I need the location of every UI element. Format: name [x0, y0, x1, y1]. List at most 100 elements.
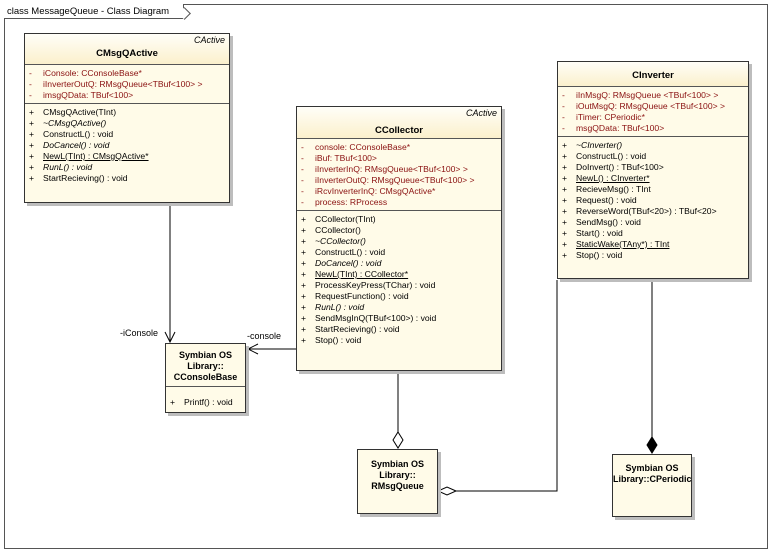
class-stereotype: CActive — [193, 35, 225, 45]
visibility-marker: + — [29, 118, 35, 128]
attributes-section: -console: CConsoleBase*-iBuf: TBuf<100>-… — [297, 139, 501, 211]
visibility-marker: + — [301, 302, 307, 312]
operation-row: + DoCancel() : void — [25, 140, 229, 151]
attribute-row: - iInMsgQ: RMsgQueue <TBuf<100> > — [558, 90, 748, 101]
visibility-marker: + — [29, 151, 35, 161]
attribute-row: -iOutMsgQ: RMsgQueue <TBuf<100> > — [558, 101, 748, 112]
attribute-text: iInMsgQ: RMsgQueue <TBuf<100> > — [576, 90, 719, 100]
operation-row: +~CInverter() — [558, 140, 748, 151]
class-box-rmsgqueue[interactable]: Symbian OS Library:: RMsgQueue — [357, 449, 438, 514]
operation-text: ConstructL() : void — [576, 151, 647, 161]
attribute-text: iInverterOutQ: RMsgQueue<TBuf<100> > — [315, 175, 475, 185]
operation-text: SendMsg() : void — [576, 217, 641, 227]
operation-text: NewL(TInt) : CMsgQActive* — [43, 151, 149, 161]
operation-row: + RunL() : void — [297, 302, 501, 313]
operation-text: StaticWake(TAny*) : TInt — [576, 239, 670, 249]
operation-text: CMsgQActive(TInt) — [43, 107, 117, 117]
class-name: CConsoleBase — [173, 372, 238, 382]
attribute-row: -iInverterOutQ: RMsgQueue<TBuf<100> > — [25, 79, 229, 90]
aggregation-line-inverter — [456, 280, 558, 492]
attribute-row: -iInverterInQ: RMsgQueue<TBuf<100> > — [297, 164, 501, 175]
role-label-iconsole: -iConsole — [120, 328, 159, 338]
operation-text: ~CCollector() — [315, 236, 366, 246]
attribute-row: -iInverterOutQ: RMsgQueue<TBuf<100> > — [297, 175, 501, 186]
operation-row: +CCollector() — [297, 225, 501, 236]
operation-text: DoInvert() : TBuf<100> — [576, 162, 664, 172]
operation-row: +StaticWake(TAny*) : TInt — [558, 239, 748, 250]
visibility-marker: + — [562, 173, 568, 183]
class-header: CActive CCollector — [297, 107, 501, 139]
operation-row: + DoInvert() : TBuf<100> — [558, 162, 748, 173]
attribute-row: -imsgQData: TBuf<100> — [25, 90, 229, 101]
diagram-title: class MessageQueue - Class Diagram — [4, 4, 185, 19]
attribute-row: -process: RProcess — [297, 197, 501, 208]
attribute-row: -iTimer: CPeriodic* — [558, 112, 748, 123]
operation-row: +SendMsgInQ(TBuf<100>) : void — [297, 313, 501, 324]
operation-text: Request() : void — [576, 195, 637, 205]
operation-text: StartRecieving() : void — [315, 324, 400, 334]
attribute-row: -msgQData: TBuf<100> — [558, 123, 748, 134]
class-box-cperiodic[interactable]: Symbian OS Library::CPeriodic — [612, 454, 692, 517]
arrowhead-console — [246, 343, 259, 355]
operation-row: +Start() : void — [558, 228, 748, 239]
visibility-marker: - — [301, 142, 304, 152]
composition-diamond-inverter — [646, 436, 658, 454]
class-name: CCollector — [374, 125, 424, 136]
operation-text: DoCancel() : void — [315, 258, 382, 268]
library-namespace: Library:: — [379, 470, 416, 480]
operation-row: +StartRecieving() : void — [297, 324, 501, 335]
operation-row: + SendMsg() : void — [558, 217, 748, 228]
operation-row: + RequestFunction() : void — [297, 291, 501, 302]
class-box-ccollector[interactable]: CActive CCollector -console: CConsoleBas… — [296, 106, 502, 371]
visibility-marker: + — [562, 195, 568, 205]
class-box-cconsolebase[interactable]: Symbian OS Library:: CConsoleBase + Prin… — [165, 343, 246, 413]
operation-row: + CMsgQActive(TInt) — [25, 107, 229, 118]
diagram-frame — [4, 4, 768, 549]
role-label-console: -console — [247, 331, 282, 341]
operation-row: + DoCancel() : void — [297, 258, 501, 269]
visibility-marker: + — [562, 184, 568, 194]
visibility-marker: + — [301, 335, 307, 345]
visibility-marker: + — [29, 107, 35, 117]
visibility-marker: + — [29, 140, 35, 150]
operation-text: ConstructL() : void — [315, 247, 386, 257]
visibility-marker: + — [562, 217, 568, 227]
operation-row: + NewL(TInt) : CMsgQActive* — [25, 151, 229, 162]
attribute-row: -iConsole: CConsoleBase* — [25, 68, 229, 79]
visibility-marker: - — [29, 68, 32, 78]
operation-text: Start() : void — [576, 228, 623, 238]
arrowhead-iconsole — [164, 331, 176, 344]
visibility-marker: - — [562, 123, 565, 133]
aggregation-diamond-inverter — [436, 486, 458, 496]
operation-row: +StartRecieving() : void — [25, 173, 229, 184]
visibility-marker: + — [562, 151, 568, 161]
visibility-marker: + — [301, 258, 307, 268]
visibility-marker: - — [562, 90, 565, 100]
operation-row: +RunL() : void — [25, 162, 229, 173]
operation-text: ConstructL() : void — [43, 129, 114, 139]
operation-row: +Stop() : void — [558, 250, 748, 261]
visibility-marker: + — [301, 313, 307, 323]
attribute-row: -console: CConsoleBase* — [297, 142, 501, 153]
visibility-marker: + — [562, 162, 568, 172]
visibility-marker: + — [301, 291, 307, 301]
class-box-cmsgqactive[interactable]: CActive CMsgQActive -iConsole: CConsoleB… — [24, 33, 230, 203]
class-name: CMsgQActive — [96, 48, 158, 59]
operation-row: +ProcessKeyPress(TChar) : void — [297, 280, 501, 291]
attribute-text: iOutMsgQ: RMsgQueue <TBuf<100> > — [576, 101, 726, 111]
visibility-marker: + — [29, 129, 35, 139]
operation-text: DoCancel() : void — [43, 140, 110, 150]
operation-text: Stop() : void — [315, 335, 362, 345]
operation-text: RequestFunction() : void — [315, 291, 409, 301]
operation-text: ReverseWord(TBuf<20>) : TBuf<20> — [576, 206, 717, 216]
operations-section: +CCollector(TInt)+CCollector()+~CCollect… — [297, 211, 501, 348]
operation-row: + Request() : void — [558, 195, 748, 206]
operation-row: +ConstructL() : void — [297, 247, 501, 258]
visibility-marker: - — [301, 186, 304, 196]
operation-text: Printf() : void — [184, 397, 233, 407]
operation-text: RunL() : void — [315, 302, 365, 312]
class-box-cinverter[interactable]: CInverter -iInMsgQ: RMsgQueue <TBuf<100>… — [557, 61, 749, 279]
visibility-marker: + — [170, 397, 176, 407]
operation-text: NewL() : CInverter* — [576, 173, 650, 183]
operation-text: ~CInverter() — [576, 140, 623, 150]
